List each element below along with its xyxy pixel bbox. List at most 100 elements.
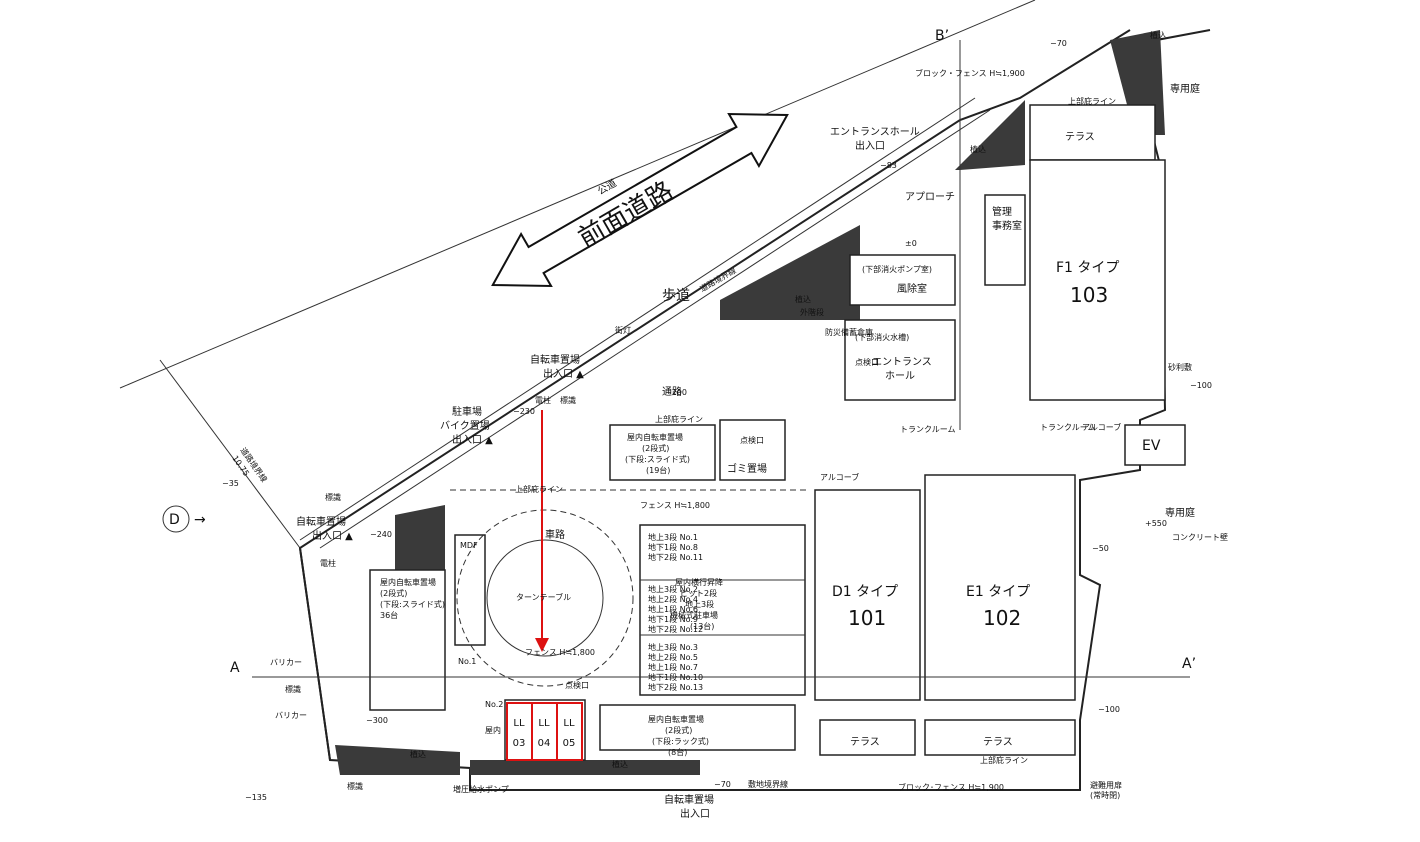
- label-planting: 植込: [795, 294, 811, 304]
- label-no2: No.2: [485, 700, 503, 709]
- label-passage: 通路: [662, 385, 682, 398]
- label-approach: アプローチ: [905, 191, 955, 203]
- label-planting-4: 植込: [410, 749, 426, 759]
- label-planting-5: 植込: [612, 759, 628, 769]
- label-entrance-hall-entry: エントランスホール出入口: [830, 126, 920, 152]
- label-outer-stairs: 外階段: [800, 307, 824, 317]
- slot-ll04-a: LL: [538, 718, 550, 729]
- level-4: −35: [222, 479, 239, 488]
- label-inspection-3: 点検口: [855, 357, 879, 367]
- slot-ll04-b: 04: [538, 738, 551, 749]
- label-planting-3: 植込: [1150, 30, 1166, 40]
- label-windbreak: 風除室: [897, 282, 927, 295]
- level-7: −135: [245, 793, 267, 802]
- level-12: −70: [714, 780, 731, 789]
- label-sign-4: 標識: [347, 781, 363, 791]
- highlight-arrow-head: [535, 638, 549, 652]
- highlight-slot-ll03: [506, 702, 533, 761]
- marker-b-prime: B’: [935, 28, 949, 44]
- label-indoor-bike-bottom: 屋内自転車置場(2段式)(下段:ラック式)(8台): [648, 714, 709, 757]
- label-barricade-2: バリカー: [275, 711, 307, 720]
- level-13: −100: [1098, 705, 1120, 714]
- label-upper-garden-line-3: 上部庇ライン: [1068, 96, 1116, 106]
- label-fence-2: フェンス H≒1,800: [525, 648, 595, 657]
- label-indoor-bike: 屋内自転車置場(2段式)(下段:スライド式)(19台): [625, 432, 690, 475]
- label-ev: EV: [1142, 438, 1161, 454]
- label-emergency-path: 避難用扉(常時閉): [1090, 780, 1122, 800]
- label-private-garden-2: 専用庭: [1165, 506, 1195, 519]
- label-block-fence: ブロック･フェンス H≒1,900: [898, 782, 1004, 792]
- turntable: [456, 509, 634, 687]
- planting-areas: [335, 30, 1165, 775]
- label-alcove-2: アルコーブ: [820, 472, 859, 482]
- slot-ll03-b: 03: [513, 738, 526, 749]
- building-walls: [369, 104, 1186, 761]
- label-gravel: 砂利敷: [1168, 362, 1192, 372]
- highlight-slot-ll05: [556, 702, 583, 761]
- label-mdf: MDF: [460, 541, 478, 550]
- slot-ll05-b: 05: [563, 738, 576, 749]
- unit-f1-number: 103: [1070, 283, 1108, 307]
- inner-lines: [252, 40, 1190, 678]
- slot-ll05-a: LL: [563, 718, 575, 729]
- label-terrace-d1: テラス: [850, 736, 880, 748]
- label-fire-pump-room: (下部消火ポンプ室): [862, 264, 932, 274]
- label-terrace-top: テラス: [1065, 131, 1095, 143]
- label-mechanical-parking: 屋内横行昇降ピット2段地上3段機械式駐車場(13台): [670, 577, 723, 631]
- unit-labels: F1 タイプ 103 D1 タイプ 101 E1 タイプ 102: [832, 260, 1119, 630]
- label-upper-garden-line-4: 上部庇ライン: [980, 755, 1028, 765]
- label-planting-2: 植込: [970, 144, 986, 154]
- level-10: −50: [1092, 544, 1109, 553]
- marker-d-arrow: →: [194, 512, 206, 528]
- level-tags: −70 −83 −200 −230 −35 −240 −300 −135 −10…: [222, 39, 1212, 802]
- label-street-light: 街灯: [615, 325, 631, 335]
- label-upper-garden-line: 上部庇ライン: [515, 484, 563, 494]
- label-terrace-e1: テラス: [983, 736, 1013, 748]
- label-bicycle-entry: 自転車置場出入口 ▲: [530, 353, 584, 380]
- slot-ll03-a: LL: [513, 718, 525, 729]
- level-11: ±0: [905, 239, 917, 248]
- label-garbage: ゴミ置場: [727, 462, 767, 475]
- unit-d1-type: D1 タイプ: [832, 584, 898, 600]
- section-markers: B’ D → A A’: [162, 28, 1196, 676]
- marker-a: A: [230, 660, 240, 676]
- label-fire-tank: (下部消火水槽): [855, 332, 909, 342]
- label-no1: No.1: [458, 657, 476, 666]
- label-indoor-bike-left: 屋内自転車置場(2段式)(下段:スライド式)36台: [380, 577, 445, 620]
- label-sign: 標識: [560, 395, 576, 405]
- public-road-label: 公道: [595, 176, 619, 197]
- label-utility-pole: 電柱: [535, 395, 551, 405]
- marker-a-prime: A’: [1182, 656, 1196, 672]
- unit-d1-number: 101: [848, 606, 886, 630]
- marker-d: D: [169, 512, 180, 528]
- label-sign-3: 標識: [285, 684, 301, 694]
- label-disposal-room: 防災備蓄倉庫: [825, 327, 873, 337]
- level-9: +550: [1145, 519, 1167, 528]
- unit-f1-type: F1 タイプ: [1056, 260, 1119, 276]
- label-site-boundary: 敷地境界線: [748, 779, 788, 789]
- label-sign-2: 標識: [325, 492, 341, 502]
- label-bicycle-entry-left: 自転車置場出入口 ▲: [296, 515, 353, 542]
- unit-e1-number: 102: [983, 606, 1021, 630]
- label-upper-garden-line-2: 上部庇ライン: [655, 414, 703, 424]
- label-turntable: ターンテーブル: [516, 592, 571, 602]
- label-inspection-2: 点検口: [740, 435, 764, 445]
- level-1: −83: [880, 161, 897, 170]
- label-trunk-room-2: トランクルーム: [1040, 423, 1096, 432]
- level-0: −70: [1050, 39, 1067, 48]
- label-car-path: 車路: [545, 528, 565, 541]
- label-management-office: 管理事務室: [992, 205, 1022, 232]
- label-trunk-room: トランクルーム: [900, 425, 956, 434]
- level-8: −100: [1190, 381, 1212, 390]
- label-concrete-wall: コンクリート壁: [1172, 532, 1228, 542]
- label-parking-entry: 駐車場バイク置場出入口 ▲: [440, 405, 493, 446]
- label-alcove: アルコーブ: [1082, 422, 1121, 432]
- level-3: −230: [513, 407, 535, 416]
- area-labels: エントランスホール出入口 エントランスホール 管理事務室 風除室 アプローチ 自…: [270, 30, 1228, 820]
- unit-e1-type: E1 タイプ: [966, 584, 1030, 600]
- label-private-garden: 専用庭: [1170, 82, 1200, 95]
- label-utility-pole-2: 電柱: [320, 558, 336, 568]
